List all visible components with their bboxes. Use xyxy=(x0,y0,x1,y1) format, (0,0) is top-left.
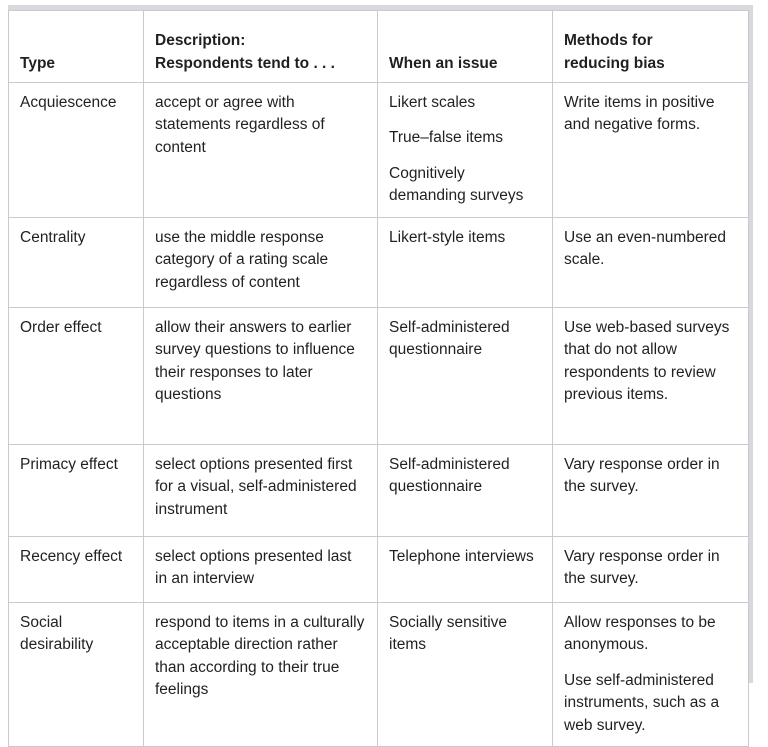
column-header-type-line-1: Type xyxy=(20,54,56,72)
cell-methods: Use web-based surveys that do not allow … xyxy=(552,306,749,445)
column-header-type: Type xyxy=(8,10,144,83)
cell-methods: Write items in positive and negative for… xyxy=(552,82,749,218)
response-bias-table: Type Description: Respondents tend to . … xyxy=(8,10,749,747)
table-header: Type Description: Respondents tend to . … xyxy=(8,10,749,83)
cell-when-an-issue: Telephone interviews xyxy=(377,535,553,603)
column-header-methods-line-2: reducing bias xyxy=(564,54,665,72)
cell-type: Primacy effect xyxy=(8,443,144,537)
column-header-description: Description: Respondents tend to . . . xyxy=(143,10,378,83)
cell-methods: Vary response order in the survey. xyxy=(552,535,749,603)
cell-type: Acquiescence xyxy=(8,82,144,218)
cell-methods: Use an even-numbered scale. xyxy=(552,216,749,308)
cell-when-an-issue: Self-administered questionnaire xyxy=(377,306,553,445)
cell-when-an-issue-para: Self-administered questionnaire xyxy=(389,455,510,496)
cell-methods-para: Use web-based surveys that do not allow … xyxy=(564,318,730,404)
cell-when-an-issue-para: Likert-style items xyxy=(389,228,506,246)
column-header-description-line-2: Respondents tend to . . . xyxy=(155,54,335,72)
cell-type: Social desirability xyxy=(8,601,144,747)
frame-band-top xyxy=(8,5,753,10)
table-row: Acquiescence accept or agree with statem… xyxy=(8,82,749,218)
cell-type-text: Social desirability xyxy=(20,613,94,654)
cell-when-an-issue: Socially sensitive items xyxy=(377,601,553,747)
cell-methods: Allow responses to be anonymous. Use sel… xyxy=(552,601,749,747)
table-header-row: Type Description: Respondents tend to . … xyxy=(8,10,749,83)
column-header-when-an-issue-line-1: When an issue xyxy=(389,54,498,72)
table-row: Primacy effect select options presented … xyxy=(8,443,749,537)
cell-when-an-issue-para: True–false items xyxy=(389,129,503,147)
table-body: Acquiescence accept or agree with statem… xyxy=(8,82,749,747)
cell-when-an-issue: Likert-style items xyxy=(377,216,553,308)
cell-description-para: accept or agree with statements regardle… xyxy=(155,94,325,156)
cell-type-text: Order effect xyxy=(20,318,102,336)
cell-methods-para: Write items in positive and negative for… xyxy=(564,94,715,134)
cell-methods-para: Vary response order in the survey. xyxy=(564,455,720,496)
cell-description: accept or agree with statements regardle… xyxy=(143,82,378,218)
cell-type-text: Acquiescence xyxy=(20,94,117,111)
cell-when-an-issue-para: Self-administered questionnaire xyxy=(389,318,510,359)
column-header-when-an-issue: When an issue xyxy=(377,10,553,83)
cell-description: select options presented first for a vis… xyxy=(143,443,378,537)
table-row: Order effect allow their answers to earl… xyxy=(8,306,749,445)
cell-when-an-issue-para: Likert scales xyxy=(389,94,476,111)
table-row: Social desirability respond to items in … xyxy=(8,601,749,747)
page-root: Type Description: Respondents tend to . … xyxy=(8,5,753,747)
cell-type-text: Primacy effect xyxy=(20,455,118,473)
cell-description: respond to items in a culturally accepta… xyxy=(143,601,378,747)
cell-description-para: select options presented first for a vis… xyxy=(155,455,357,518)
cell-methods-para: Vary response order in the survey. xyxy=(564,547,720,588)
cell-methods-para: Use self-administered instruments, such … xyxy=(564,671,720,734)
cell-when-an-issue: Self-administered questionnaire xyxy=(377,443,553,537)
cell-methods-para: Allow responses to be anonymous. xyxy=(564,613,716,654)
table-row: Centrality use the middle response categ… xyxy=(8,216,749,308)
table-row: Recency effect select options presented … xyxy=(8,535,749,603)
cell-type: Order effect xyxy=(8,306,144,445)
column-header-description-line-1: Description: xyxy=(155,32,246,50)
cell-type-text: Centrality xyxy=(20,228,86,246)
frame-band-right xyxy=(748,5,753,683)
cell-type: Recency effect xyxy=(8,535,144,603)
cell-when-an-issue-para: Telephone interviews xyxy=(389,547,534,565)
cell-description-para: respond to items in a culturally accepta… xyxy=(155,613,365,699)
cell-when-an-issue: Likert scales True–false items Cognitive… xyxy=(377,82,553,218)
column-header-methods-line-1: Methods for xyxy=(564,32,653,50)
cell-type-text: Recency effect xyxy=(20,547,123,565)
cell-type: Centrality xyxy=(8,216,144,308)
cell-when-an-issue-para: Cognitively demanding surveys xyxy=(389,164,524,205)
table-container: Type Description: Respondents tend to . … xyxy=(8,10,749,747)
cell-description-para: allow their answers to earlier survey qu… xyxy=(155,318,355,404)
cell-description: allow their answers to earlier survey qu… xyxy=(143,306,378,445)
cell-methods-para: Use an even-numbered scale. xyxy=(564,228,726,269)
cell-when-an-issue-para: Socially sensitive items xyxy=(389,613,508,654)
cell-methods: Vary response order in the survey. xyxy=(552,443,749,537)
cell-description-para: use the middle response category of a ra… xyxy=(155,228,329,291)
cell-description: select options presented last in an inte… xyxy=(143,535,378,603)
cell-description-para: select options presented last in an inte… xyxy=(155,547,352,588)
cell-description: use the middle response category of a ra… xyxy=(143,216,378,308)
column-header-methods: Methods for reducing bias xyxy=(552,10,749,83)
